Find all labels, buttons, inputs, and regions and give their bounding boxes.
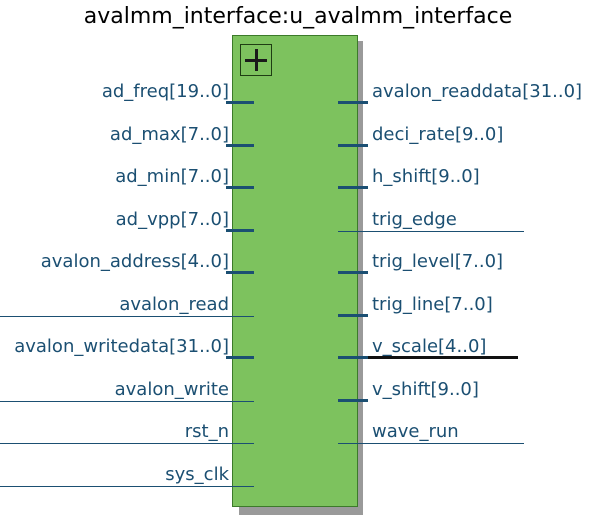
output-wire-trig-line xyxy=(338,313,368,317)
output-port-label-trig-edge[interactable]: trig_edge xyxy=(372,208,457,230)
module-title: avalmm_interface:u_avalmm_interface xyxy=(83,4,513,29)
input-port-label-sys-clk[interactable]: sys_clk xyxy=(165,463,229,485)
output-wire-deci-rate xyxy=(338,143,368,147)
output-port-label-avalon-readdata[interactable]: avalon_readdata[31..0] xyxy=(372,81,583,102)
plus-box-icon[interactable] xyxy=(240,44,272,76)
input-port-label-rst-n[interactable]: rst_n xyxy=(184,421,229,442)
input-wire-ad-max xyxy=(226,143,254,147)
output-port-label-trig-level[interactable]: trig_level[7..0] xyxy=(372,251,504,272)
input-wire-ad-min xyxy=(226,186,254,189)
input-wire-avalon-read xyxy=(0,315,254,317)
input-port-label-ad-min[interactable]: ad_min[7..0] xyxy=(115,166,229,187)
input-port-label-avalon-address[interactable]: avalon_address[4..0] xyxy=(40,251,229,272)
output-wire-trig-level xyxy=(338,271,368,274)
output-wire-v-scale xyxy=(338,356,368,359)
input-port-label-ad-vpp[interactable]: ad_vpp[7..0] xyxy=(115,208,229,230)
input-wire-avalon-address xyxy=(226,271,254,274)
input-wire-ad-freq xyxy=(226,101,254,104)
input-wire-avalon-write xyxy=(0,400,254,402)
output-port-label-deci-rate[interactable]: deci_rate[9..0] xyxy=(372,123,504,145)
input-wire-avalon-writedata xyxy=(226,356,254,359)
output-port-label-wave-run[interactable]: wave_run xyxy=(372,421,459,442)
input-port-label-ad-freq[interactable]: ad_freq[19..0] xyxy=(101,81,229,102)
output-wire-v-shift xyxy=(338,398,368,402)
output-wire-h-shift xyxy=(338,186,368,189)
input-wire-sys-clk xyxy=(0,485,254,487)
output-wire-wave-run xyxy=(338,443,524,444)
output-port-label-trig-line[interactable]: trig_line[7..0] xyxy=(372,293,493,315)
input-port-label-ad-max[interactable]: ad_max[7..0] xyxy=(109,123,229,145)
output-bus-extension-v-scale xyxy=(368,356,518,359)
input-wire-rst-n xyxy=(0,443,254,444)
input-port-label-avalon-write[interactable]: avalon_write xyxy=(114,378,229,400)
input-wire-ad-vpp xyxy=(226,228,254,232)
output-port-label-h-shift[interactable]: h_shift[9..0] xyxy=(372,166,480,187)
output-port-label-v-shift[interactable]: v_shift[9..0] xyxy=(372,378,479,400)
output-wire-trig-edge xyxy=(338,230,524,232)
input-port-label-avalon-read[interactable]: avalon_read xyxy=(119,293,229,315)
output-wire-avalon-readdata xyxy=(338,101,368,104)
output-port-label-v-scale[interactable]: v_scale[4..0] xyxy=(372,336,487,357)
input-port-label-avalon-writedata[interactable]: avalon_writedata[31..0] xyxy=(14,336,229,357)
